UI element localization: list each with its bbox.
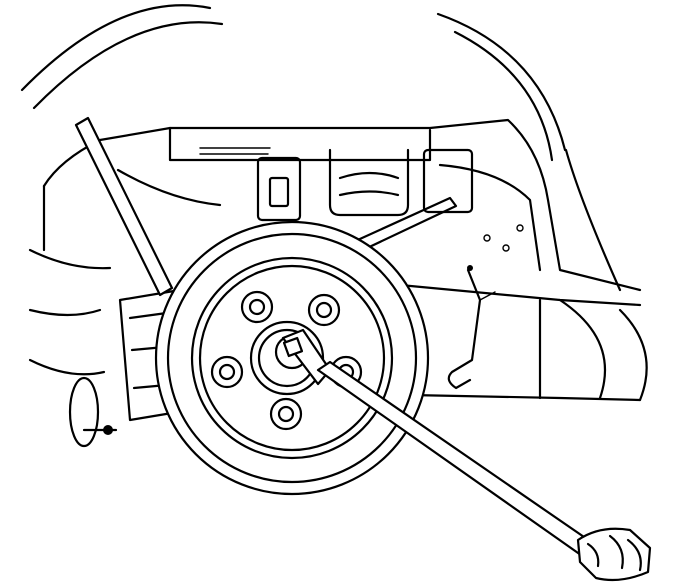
wheel-stud (210, 355, 244, 389)
wheel-stud (269, 397, 303, 431)
wheel-arch (20, 4, 622, 292)
rear-axle-housing (398, 283, 648, 402)
wheel-stud (240, 290, 274, 324)
upper-rod (338, 196, 458, 260)
shock-absorber (256, 148, 474, 222)
pry-bar (74, 116, 174, 297)
brake-line (447, 265, 496, 390)
hand (576, 527, 652, 582)
wheel-stud (307, 293, 341, 327)
vehicle-body (28, 118, 642, 376)
